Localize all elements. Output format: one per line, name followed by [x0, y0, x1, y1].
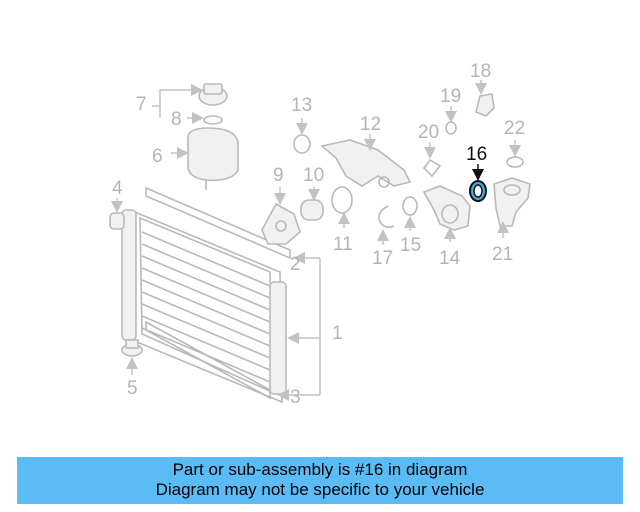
- part-11-gasket: [331, 186, 353, 228]
- part-10-hose: [300, 187, 324, 221]
- label-part-9: 9: [273, 165, 284, 186]
- label-part-8: 8: [171, 109, 182, 130]
- label-part-11: 11: [333, 234, 353, 255]
- label-part-12: 12: [360, 114, 381, 135]
- label-part-15: 15: [400, 235, 421, 256]
- label-part-4: 4: [112, 178, 123, 199]
- part-20-clip: [422, 142, 442, 178]
- part-labels: 1 2 3 4 5 6 7 8 9 10 11 12 13 14 15 16 1…: [112, 61, 525, 408]
- label-part-5: 5: [127, 378, 138, 399]
- part-12-thermostat-housing: [320, 134, 412, 188]
- part-15-oring: [402, 196, 418, 231]
- label-part-22: 22: [504, 118, 525, 139]
- part-21-coolant-flange: [493, 177, 531, 238]
- part-14-flange: [422, 185, 471, 242]
- part-13-oring: [293, 118, 311, 154]
- label-part-20: 20: [418, 122, 439, 143]
- label-part-17: 17: [372, 248, 393, 269]
- label-part-2: 2: [290, 254, 301, 275]
- info-banner: Part or sub-assembly is #16 in diagram D…: [17, 457, 623, 504]
- part-16-seal-highlighted: [469, 164, 487, 202]
- label-part-19: 19: [440, 86, 461, 107]
- label-part-18: 18: [470, 61, 491, 82]
- part-5-mount: [121, 339, 143, 375]
- banner-line-1: Part or sub-assembly is #16 in diagram: [172, 460, 468, 479]
- label-part-3: 3: [290, 387, 301, 408]
- label-part-16-highlighted: 16: [466, 144, 487, 165]
- parts-diagram: 1 2 3 4 5 6 7 8 9 10 11 12 13 14 15 16 1…: [109, 61, 531, 408]
- banner-line-2: Diagram may not be specific to your vehi…: [155, 480, 485, 499]
- label-part-10: 10: [303, 165, 324, 186]
- part-9-housing: [261, 187, 301, 245]
- radiator: [121, 186, 291, 404]
- callout-brackets: [277, 252, 321, 401]
- label-part-14: 14: [439, 248, 461, 269]
- part-22-oring: [506, 140, 524, 168]
- label-part-21: 21: [492, 244, 513, 265]
- part-19-seal: [445, 106, 457, 135]
- label-part-13: 13: [291, 95, 312, 116]
- part-4-mount: [109, 198, 125, 230]
- label-part-7: 7: [136, 94, 147, 115]
- expansion-tank: [152, 83, 239, 190]
- label-part-1: 1: [332, 323, 343, 344]
- part-18-sensor: [475, 80, 495, 117]
- part-17-clip: [377, 205, 395, 245]
- label-part-6: 6: [152, 146, 163, 167]
